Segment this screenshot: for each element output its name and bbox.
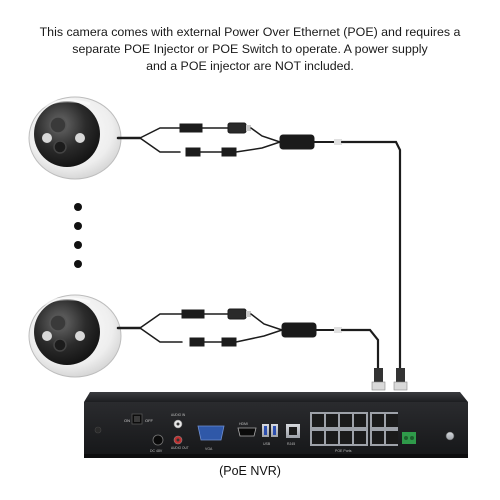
label-vga: VGA (205, 447, 213, 451)
mount-screw-icon (94, 426, 102, 434)
notice-line-1: This camera comes with external Power Ov… (39, 25, 461, 39)
poe-nvr-unit: ON OFF DC 48V AUDIO IN AUDIO OUT VGA HDM… (84, 392, 468, 458)
label-off: OFF (145, 418, 154, 423)
rj45-plug-right (393, 368, 408, 391)
ground-screw-icon (445, 431, 455, 441)
poe-ports-bank-2 (370, 412, 398, 446)
dc-power-jack (152, 434, 164, 446)
nvr-caption: (PoE NVR) (219, 464, 281, 478)
label-usb: USB (263, 442, 271, 446)
label-audio-out: AUDIO OUT (171, 446, 189, 450)
notice-text: This camera comes with external Power Ov… (10, 24, 490, 75)
notice-line-3: and a POE injector are NOT included. (146, 59, 354, 73)
label-poe-ports: POE Ports (335, 449, 352, 453)
lan-port (286, 424, 300, 438)
cable-harness-top (116, 122, 402, 377)
cable-harness-bottom (116, 308, 380, 377)
dome-camera-top (28, 96, 122, 180)
label-rj45: RJ45 (287, 442, 295, 446)
poe-ports-bank-1 (310, 412, 368, 446)
label-audio-in: AUDIO IN (171, 413, 186, 417)
label-hdmi: HDMI (239, 422, 248, 426)
usb-ports (262, 424, 278, 437)
label-dc: DC 48V (150, 449, 163, 453)
vga-port (197, 425, 225, 441)
label-on: ON (124, 418, 130, 423)
more-cameras-dots (74, 203, 82, 268)
hdmi-port (237, 427, 257, 437)
alarm-terminal-block (402, 432, 416, 444)
rj45-plug-left (371, 368, 386, 391)
notice-line-2: separate POE Injector or POE Switch to o… (72, 42, 428, 56)
dome-camera-bottom (28, 294, 122, 378)
power-switch (131, 413, 143, 425)
